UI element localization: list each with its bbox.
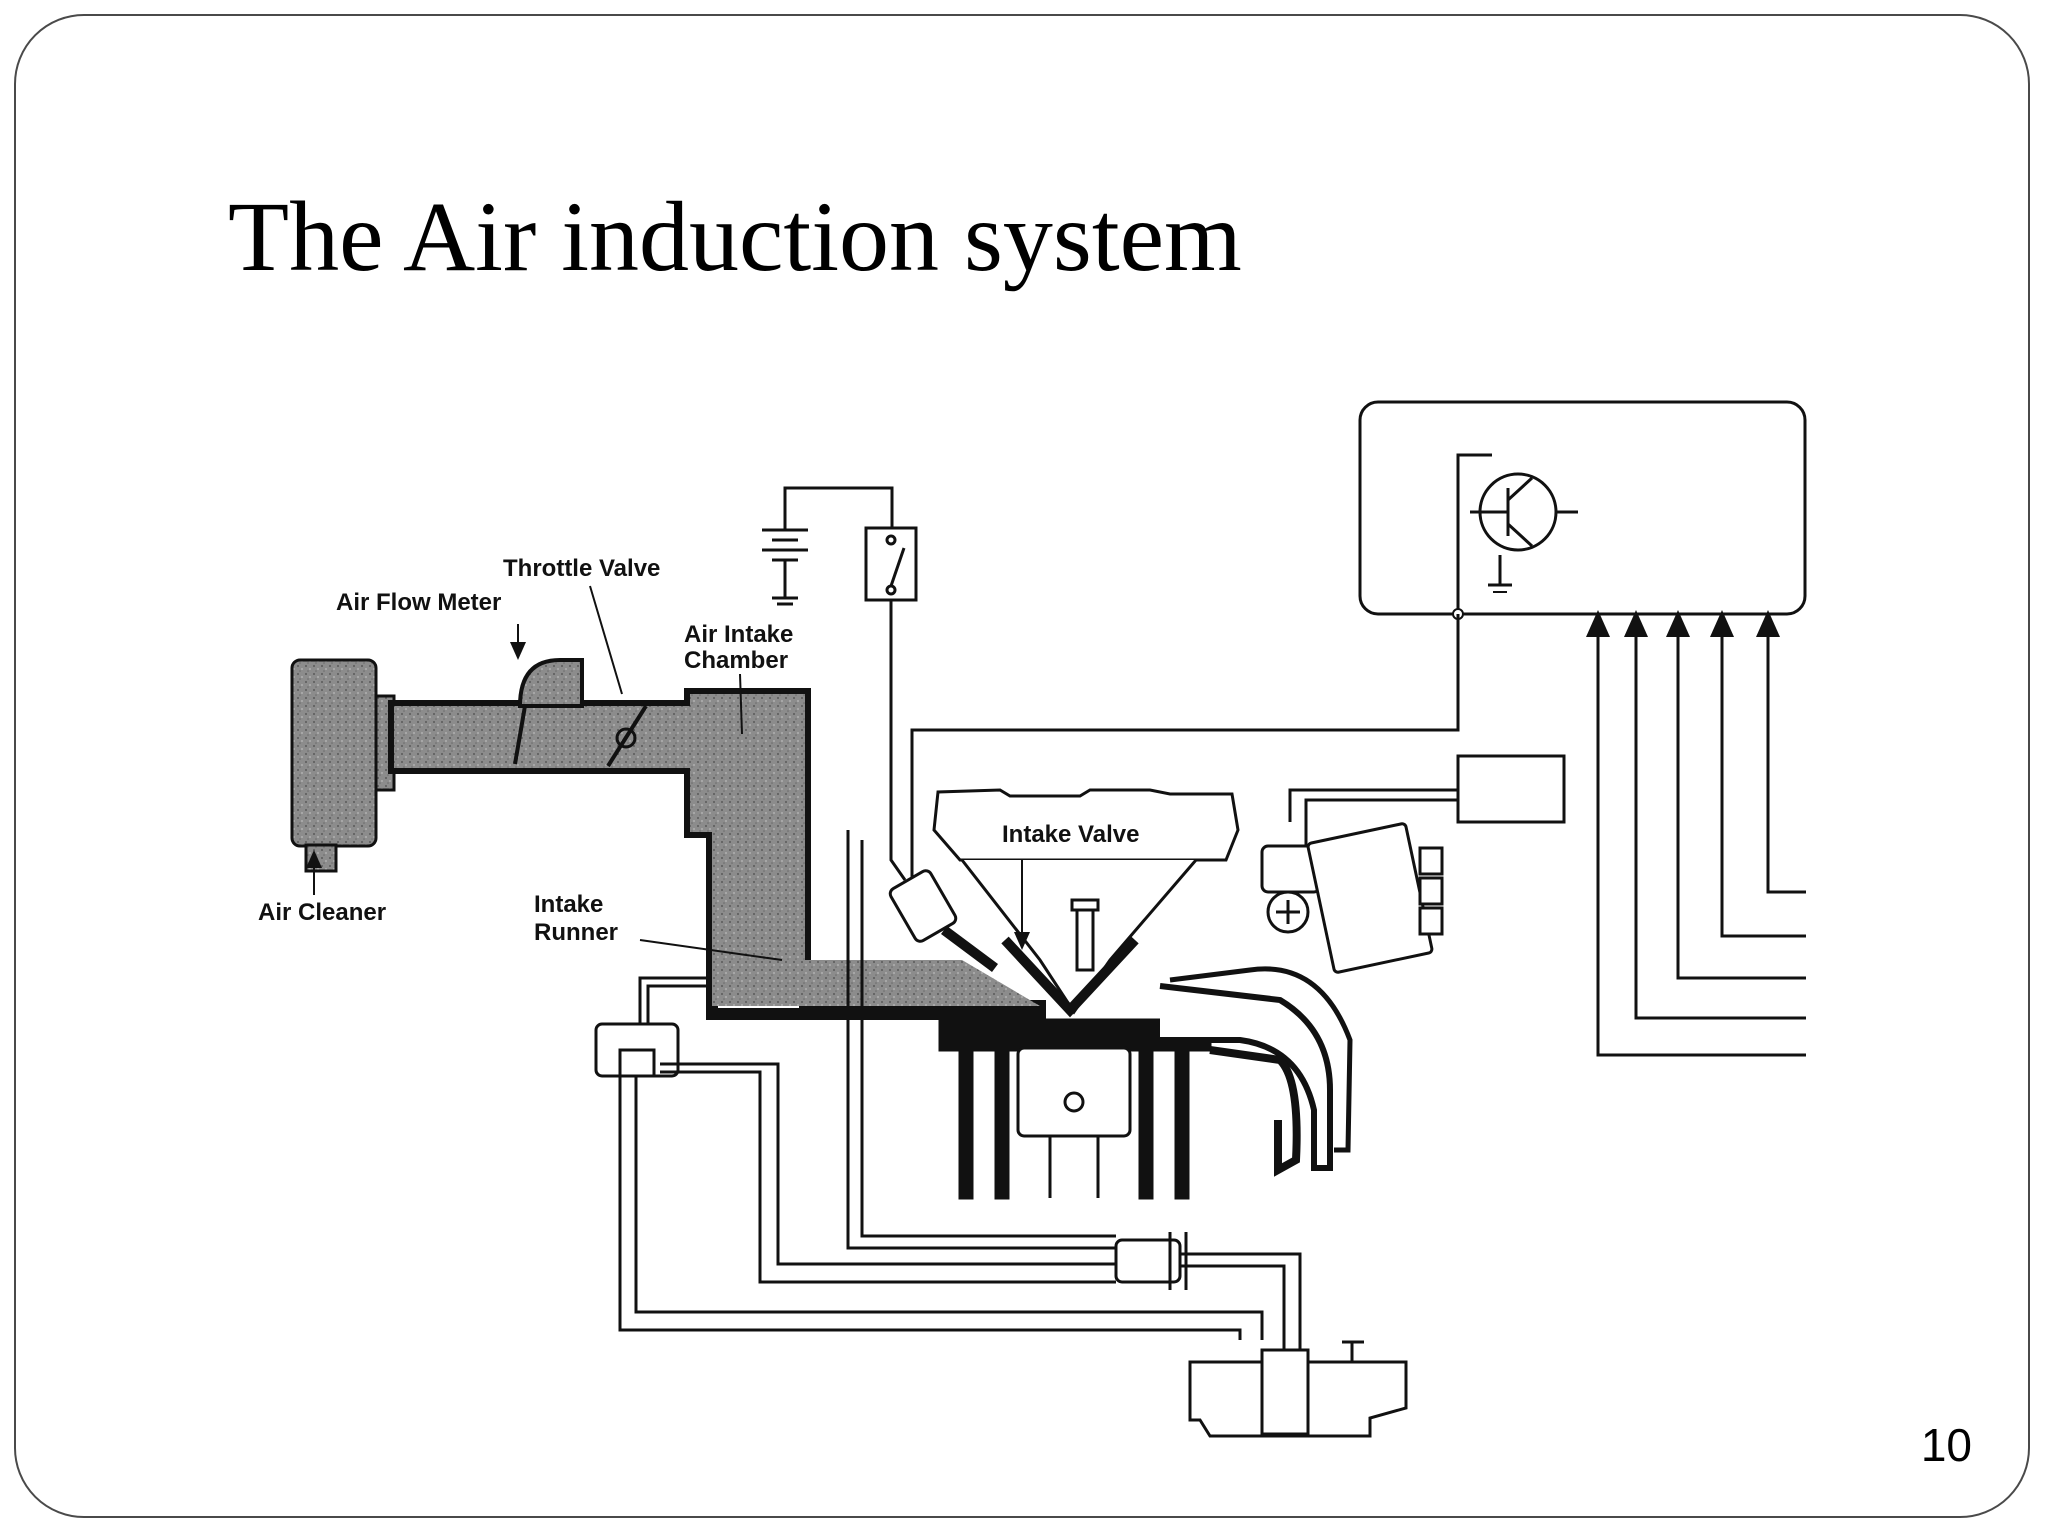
label-chamber: Chamber	[684, 647, 788, 674]
battery-switch-circuit	[762, 486, 918, 881]
air-flow-meter-body	[517, 658, 585, 708]
engine-assembly	[932, 788, 1353, 1200]
label-air-flow-meter: Air Flow Meter	[336, 589, 501, 616]
injector-wire	[910, 614, 1460, 880]
distributor-assembly	[1260, 754, 1566, 974]
label-air-cleaner: Air Cleaner	[258, 899, 386, 926]
fuel-pressure-lines	[594, 830, 1408, 1438]
label-throttle-valve: Throttle Valve	[503, 555, 660, 582]
air-intake-path	[290, 658, 1046, 1020]
fuel-injector	[888, 869, 998, 973]
label-leaders	[306, 585, 1030, 961]
label-intake-valve: Intake Valve	[1002, 821, 1139, 848]
throttle-valve-disc	[615, 727, 637, 749]
ecu-box	[1358, 400, 1807, 620]
sensor-input-lines	[1586, 610, 1806, 1057]
label-intake: Intake	[534, 891, 603, 918]
page-number: 10	[1920, 1419, 1972, 1471]
label-runner: Runner	[534, 919, 618, 946]
label-air-intake: Air Intake	[684, 621, 793, 648]
air-cleaner-body	[290, 658, 378, 848]
fuel-filter	[1114, 1238, 1182, 1284]
slide-title: The Air induction system	[228, 181, 1242, 292]
